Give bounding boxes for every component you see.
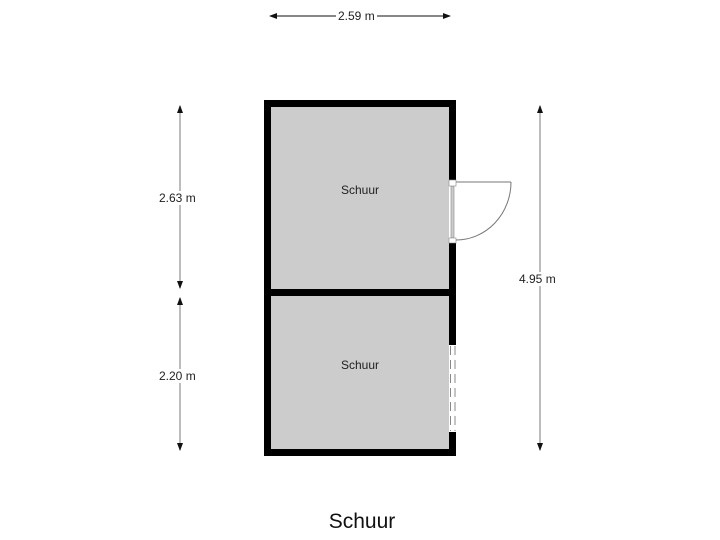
window [449, 345, 456, 432]
room-label-bottom: Schuur [340, 358, 380, 372]
dimension-label-left-lower: 2.20 m [157, 369, 198, 383]
door [448, 179, 512, 244]
dimension-label-width: 2.59 m [336, 9, 377, 23]
room-floor-top [270, 106, 450, 290]
room-label-top: Schuur [340, 183, 380, 197]
room-floor-bottom [270, 296, 450, 450]
walls [264, 100, 456, 456]
floorplan-title: Schuur [328, 510, 396, 533]
dimension-label-right-total: 4.95 m [517, 272, 558, 286]
dimension-label-left-upper: 2.63 m [157, 191, 198, 205]
